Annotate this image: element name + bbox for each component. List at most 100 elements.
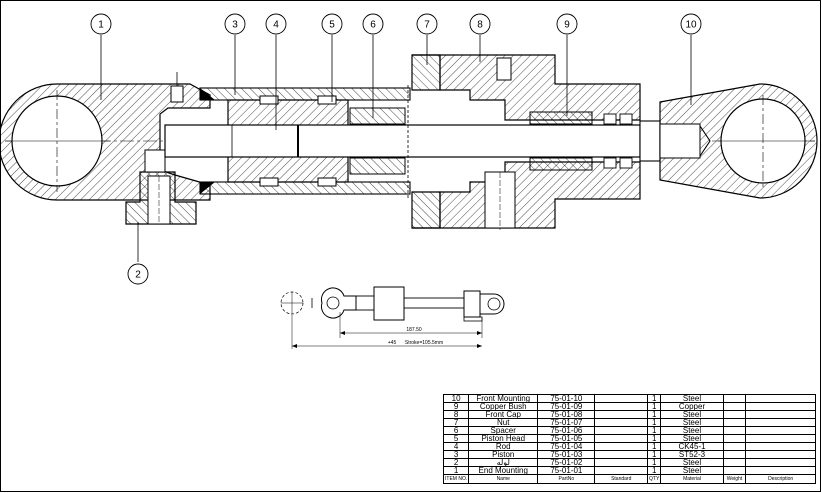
balloon-4: 4 xyxy=(265,13,287,35)
bom-cell-mat: Steel xyxy=(660,426,724,435)
bom-cell-mat: Steel xyxy=(660,410,724,419)
balloon-label: 4 xyxy=(273,20,279,31)
bom-cell-desc xyxy=(745,466,816,475)
bom-cell-part: 75-01-06 xyxy=(537,426,596,435)
bom-cell-mat: Steel xyxy=(660,458,724,467)
bom-column-header: Name xyxy=(468,474,539,484)
bom-cell-std xyxy=(594,402,649,411)
bom-cell-mat: Copper xyxy=(660,402,724,411)
bom-cell-name: Front Mounting xyxy=(468,394,539,403)
bom-cell-wt xyxy=(722,402,747,411)
bom-column-header: Standard xyxy=(594,474,649,484)
balloon-label: 3 xyxy=(232,20,238,31)
bom-cell-desc xyxy=(745,434,816,443)
bom-cell-std xyxy=(594,442,649,451)
bom-cell-no: 1 xyxy=(442,466,470,475)
bom-cell-part: 75-01-08 xyxy=(537,410,596,419)
bom-cell-std xyxy=(594,410,649,419)
bom-cell-qty: 1 xyxy=(647,466,662,475)
bom-cell-desc xyxy=(745,458,816,467)
bom-cell-part: 75-01-01 xyxy=(537,466,596,475)
front-mounting-section xyxy=(659,83,818,199)
front-cap-section xyxy=(411,54,641,230)
balloon-7: 7 xyxy=(416,13,438,35)
bom-cell-part: 75-01-03 xyxy=(537,450,596,459)
balloon-5: 5 xyxy=(321,13,343,35)
bom-cell-mat: Steel xyxy=(660,434,724,443)
bom-cell-desc xyxy=(745,418,816,427)
bom-column-header: Description xyxy=(745,474,816,484)
bom-cell-name: End Mounting xyxy=(468,466,539,475)
bom-column-header: ITEM NO. xyxy=(442,474,470,484)
bom-cell-part: 75-01-10 xyxy=(537,394,596,403)
bom-cell-qty: 1 xyxy=(647,402,662,411)
bom-column-header: Weight xyxy=(722,474,747,484)
tube-section xyxy=(199,87,411,195)
end-mounting-section xyxy=(0,72,211,225)
bom-cell-name: Piston Head xyxy=(468,434,539,443)
balloon-3: 3 xyxy=(224,13,246,35)
bom-cell-wt xyxy=(722,394,747,403)
dimension-stroke: Stroke=105.5mm xyxy=(405,340,443,346)
bom-cell-no: 7 xyxy=(442,418,470,427)
bom-cell-desc xyxy=(745,450,816,459)
bom-cell-no: 3 xyxy=(442,450,470,459)
bom-column-header: Material xyxy=(660,474,724,484)
balloon-9: 9 xyxy=(556,13,578,35)
bom-column-header: QTY xyxy=(647,474,662,484)
balloon-label: 7 xyxy=(424,20,430,31)
dimension-prefix: +45 xyxy=(388,340,397,346)
bom-cell-wt xyxy=(722,426,747,435)
bom-cell-qty: 1 xyxy=(647,418,662,427)
bom-cell-name: Piston xyxy=(468,450,539,459)
bom-cell-no: 8 xyxy=(442,410,470,419)
bom-cell-std xyxy=(594,434,649,443)
rod-section xyxy=(164,120,711,162)
bom-cell-name: Nut xyxy=(468,418,539,427)
bom-cell-qty: 1 xyxy=(647,426,662,435)
dimension-short: 187.50 xyxy=(406,327,422,333)
bom-cell-wt xyxy=(722,434,747,443)
bom-cell-no: 4 xyxy=(442,442,470,451)
bom-cell-mat: Steel xyxy=(660,394,724,403)
balloon-10: 10 xyxy=(680,13,702,35)
bom-cell-std xyxy=(594,426,649,435)
balloon-label: 5 xyxy=(329,20,335,31)
balloon-1: 1 xyxy=(90,13,112,35)
bom-cell-no: 5 xyxy=(442,434,470,443)
bom-cell-std xyxy=(594,450,649,459)
bom-cell-mat: CK45-1 xyxy=(660,442,724,451)
bom-cell-part: 75-01-07 xyxy=(537,418,596,427)
assembly-preview: 187.50 +45 Stroke=105.5mm xyxy=(280,286,505,349)
bom-cell-desc xyxy=(745,410,816,419)
copper-bush-section xyxy=(529,111,633,171)
bom-cell-desc xyxy=(745,442,816,451)
bom-cell-desc xyxy=(745,402,816,411)
bom-cell-part: 75-01-04 xyxy=(537,442,596,451)
bom-cell-wt xyxy=(722,410,747,419)
bom-cell-name: Spacer xyxy=(468,426,539,435)
bom-cell-desc xyxy=(745,426,816,435)
bom-cell-wt xyxy=(722,418,747,427)
bom-cell-name: Rod xyxy=(468,442,539,451)
bom-cell-part: 75-01-02 xyxy=(537,458,596,467)
balloon-leaders xyxy=(100,35,692,262)
bom-cell-std xyxy=(594,418,649,427)
bom-cell-name: Front Cap xyxy=(468,410,539,419)
bom-column-header: PartNo xyxy=(537,474,596,484)
bom-cell-desc xyxy=(745,394,816,403)
bom-cell-no: 9 xyxy=(442,402,470,411)
bom-cell-name: Copper Bush xyxy=(468,402,539,411)
bom-cell-name: لوله xyxy=(468,458,539,467)
bom-cell-part: 75-01-09 xyxy=(537,402,596,411)
bom-cell-mat: Steel xyxy=(660,466,724,475)
